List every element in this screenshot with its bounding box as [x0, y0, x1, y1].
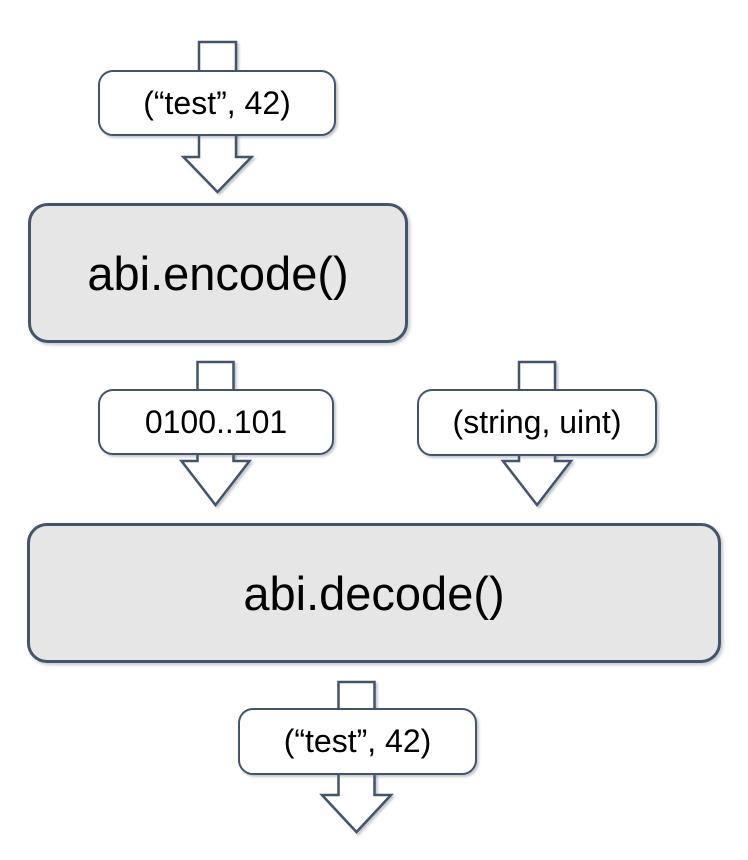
- label-type-tuple: (string, uint): [417, 389, 657, 456]
- label-output-tuple: (“test”, 42): [238, 708, 477, 775]
- label-encoded-bytes: 0100..101: [98, 389, 334, 455]
- process-abi-encode: abi.encode(): [28, 203, 408, 343]
- label-input-tuple: (“test”, 42): [98, 70, 336, 136]
- process-abi-decode: abi.decode(): [27, 523, 721, 663]
